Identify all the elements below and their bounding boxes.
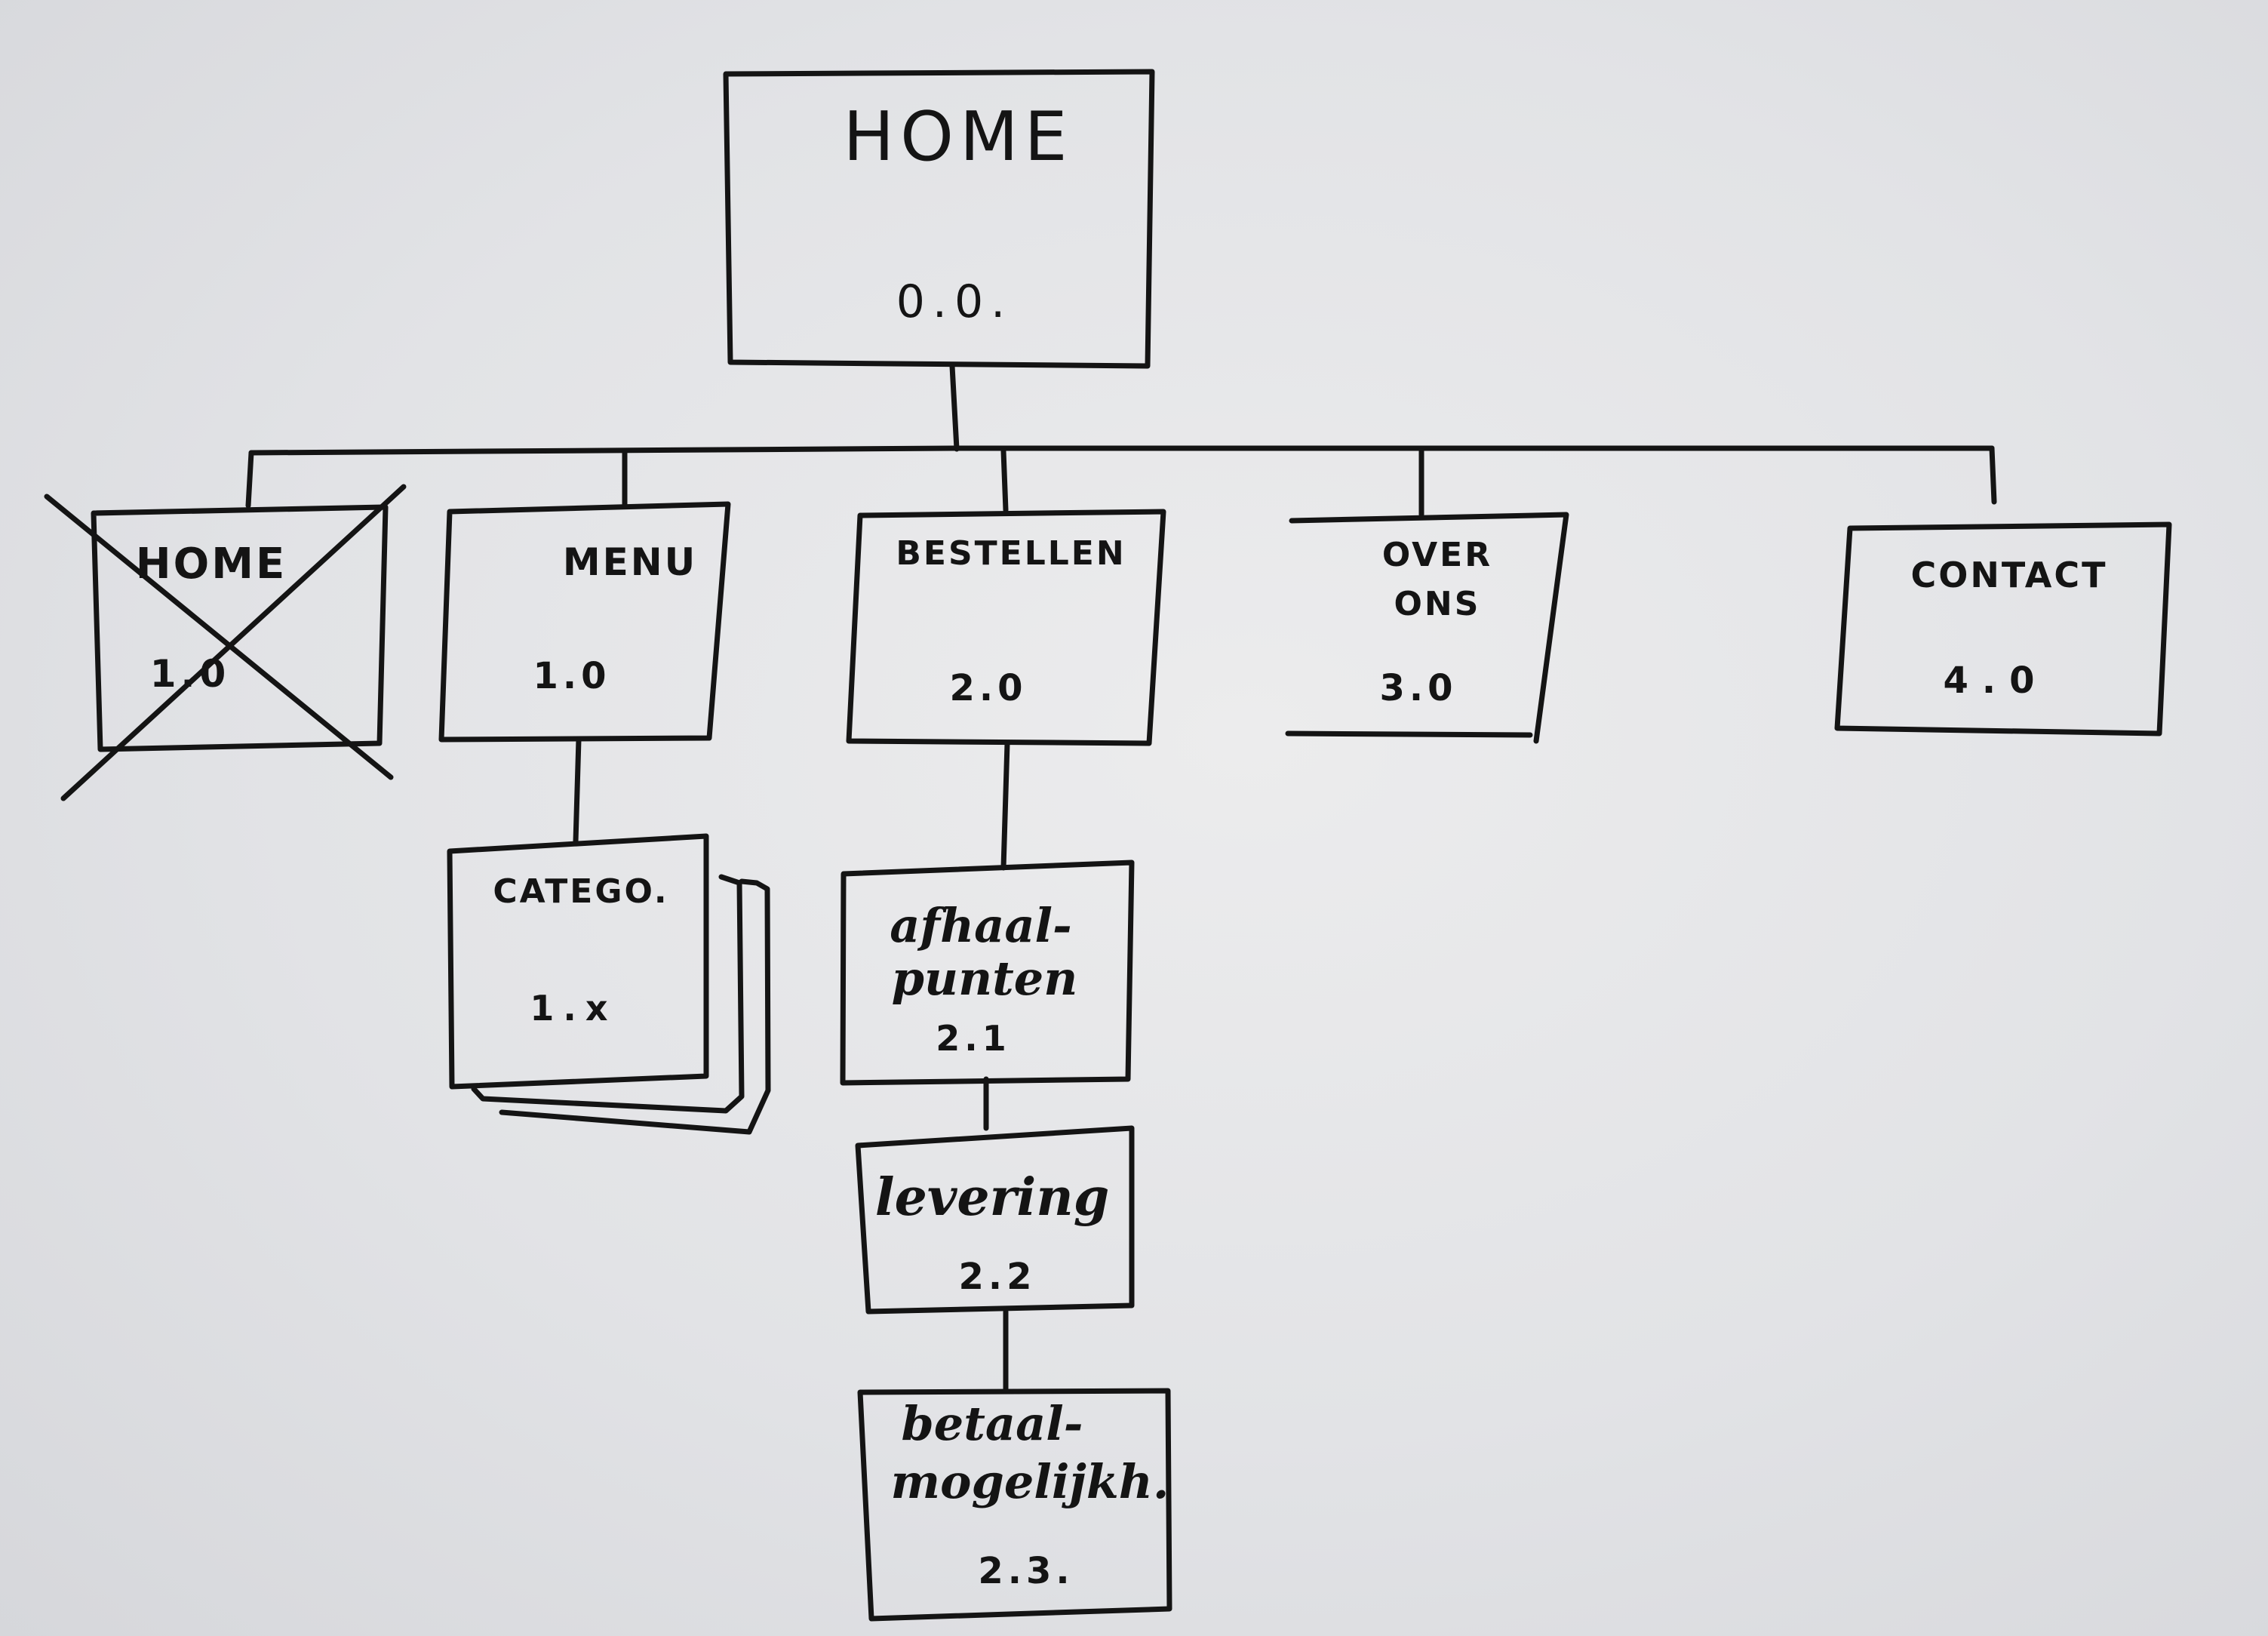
node-betaal-box [857,1388,1172,1622]
node-home-crossed: HOME 1.0 [44,484,407,801]
node-over-ons-title-line2: ONS [1394,585,1481,623]
node-root-home: HOME 0.0. [723,69,1155,369]
node-categories-number: 1.x [530,988,616,1029]
branch-home [245,450,254,509]
branch-bestellen [1000,448,1009,513]
root-trunk [949,363,960,452]
categories-page-front [447,833,709,1090]
node-contact-title: CONTACT [1911,555,2108,595]
link-menu-categories [573,737,582,844]
node-afhaalpunten: afhaal- punten 2.1 [840,860,1135,1086]
node-contact: CONTACT 4.0 [1834,521,2172,737]
node-categories: CATEGO. 1.x [447,833,771,1135]
node-levering-number: 2.2 [958,1256,1036,1298]
node-afhaalpunten-title-line2: punten [892,951,1078,1006]
node-over-ons-title-line1: OVER [1382,536,1492,574]
node-bestellen-box [846,509,1166,746]
node-home-box [91,504,389,752]
node-levering-title: levering [875,1167,1110,1228]
node-betaal-title-line1: betaal- [901,1396,1083,1451]
cross-out-mark [44,484,407,801]
node-betaal-title-line2: mogelijkh. [891,1454,1169,1509]
node-over-ons: OVER ONS 3.0 [1285,512,1569,744]
connectors [245,363,1997,1393]
node-categories-title: CATEGO. [493,872,668,911]
node-contact-number: 4.0 [1943,660,2048,702]
link-bestellen-afhaal [1000,740,1010,871]
node-betaal-number: 2.3. [978,1550,1074,1592]
node-afhaalpunten-box [840,860,1135,1086]
node-over-ons-number: 3.0 [1379,667,1457,709]
node-contact-box [1834,521,2172,737]
node-root-number: 0.0. [896,275,1013,328]
horizontal-bus [248,445,1995,456]
node-levering: levering 2.2 [855,1125,1135,1315]
node-root-title: HOME [843,97,1073,177]
node-over-ons-box [1285,512,1569,744]
node-menu-box [438,501,731,743]
node-menu: MENU 1.0 [438,501,731,743]
node-root-box [723,69,1155,369]
node-home-title: HOME [136,540,287,589]
node-bestellen-number: 2.0 [949,667,1027,709]
node-bestellen: BESTELLEN 2.0 [846,509,1166,746]
node-afhaalpunten-title-line1: afhaal- [890,898,1072,953]
node-menu-title: MENU [563,540,697,584]
categories-page-middle [471,874,745,1114]
node-levering-box [855,1125,1135,1315]
node-menu-number: 1.0 [533,655,610,697]
node-bestellen-title: BESTELLEN [896,534,1126,573]
categories-page-back [499,878,771,1135]
branch-contact [1989,445,1997,505]
node-betaalmogelijkheden: betaal- mogelijkh. 2.3. [857,1388,1172,1622]
node-afhaalpunten-number: 2.1 [936,1018,1011,1059]
